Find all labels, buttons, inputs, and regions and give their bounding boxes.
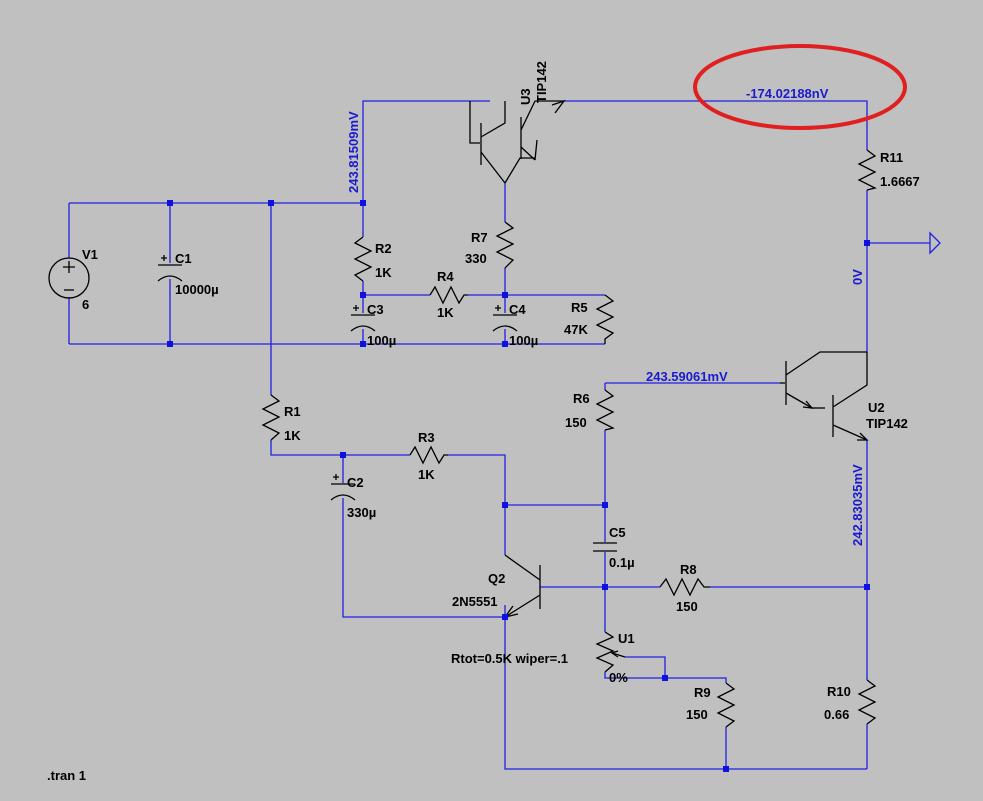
net-label-ground-node: 0V bbox=[850, 269, 865, 285]
u1-value: 0% bbox=[609, 670, 628, 685]
c5-capacitor-symbol[interactable] bbox=[593, 542, 617, 552]
r3-resistor-symbol[interactable] bbox=[409, 445, 448, 465]
net-label-u2-base: 243.59061mV bbox=[646, 369, 728, 384]
r4-name: R4 bbox=[437, 269, 454, 284]
c5-value: 0.1µ bbox=[609, 555, 635, 570]
c1-value: 10000µ bbox=[175, 282, 219, 297]
q2-transistor-symbol[interactable] bbox=[503, 554, 541, 619]
c3-name: C3 bbox=[367, 302, 384, 317]
net-labels: 243.81509mV -174.02188nV 0V 243.59061mV … bbox=[346, 86, 865, 546]
r4-resistor-symbol[interactable] bbox=[429, 285, 468, 305]
r11-resistor-symbol[interactable] bbox=[857, 149, 877, 191]
u1-name: U1 bbox=[618, 631, 635, 646]
c4-capacitor-symbol[interactable] bbox=[492, 305, 518, 332]
r5-name: R5 bbox=[571, 300, 588, 315]
r7-name: R7 bbox=[471, 230, 488, 245]
c4-value: 100µ bbox=[509, 333, 538, 348]
u2-name: U2 bbox=[868, 400, 885, 415]
u1-params: Rtot=0.5K wiper=.1 bbox=[451, 651, 568, 666]
r10-name: R10 bbox=[827, 684, 851, 699]
net-label-u2-emitter: 242.83035mV bbox=[850, 464, 865, 546]
u2-darlington-symbol[interactable] bbox=[780, 351, 869, 441]
c4-name: C4 bbox=[509, 302, 526, 317]
u3-name: U3 bbox=[518, 88, 533, 105]
c3-capacitor-symbol[interactable] bbox=[350, 305, 376, 332]
r6-value: 150 bbox=[565, 415, 587, 430]
r8-name: R8 bbox=[680, 562, 697, 577]
r10-resistor-symbol[interactable] bbox=[857, 679, 877, 725]
junction-dots bbox=[167, 200, 870, 772]
r9-resistor-symbol[interactable] bbox=[716, 682, 736, 728]
r7-value: 330 bbox=[465, 251, 487, 266]
c1-capacitor-symbol[interactable] bbox=[157, 255, 183, 282]
c2-capacitor-symbol[interactable] bbox=[330, 474, 356, 501]
r9-value: 150 bbox=[686, 707, 708, 722]
r6-name: R6 bbox=[573, 391, 590, 406]
r10-value: 0.66 bbox=[824, 707, 849, 722]
v1-name: V1 bbox=[82, 247, 98, 262]
c2-value: 330µ bbox=[347, 505, 376, 520]
q2-value: 2N5551 bbox=[452, 594, 498, 609]
c2-name: C2 bbox=[347, 475, 364, 490]
c5-name: C5 bbox=[609, 525, 626, 540]
v1-voltage-source-symbol[interactable] bbox=[48, 257, 90, 299]
r3-value: 1K bbox=[418, 467, 435, 482]
component-labels: V1 6 C1 10000µ R2 1K R4 1K R7 330 C3 100… bbox=[82, 61, 920, 722]
c1-name: C1 bbox=[175, 251, 192, 266]
r5-resistor-symbol[interactable] bbox=[595, 294, 615, 344]
r4-value: 1K bbox=[437, 305, 454, 320]
net-label-u3-base: 243.81509mV bbox=[346, 111, 361, 193]
r2-resistor-symbol[interactable] bbox=[353, 236, 373, 282]
r2-value: 1K bbox=[375, 265, 392, 280]
r11-name: R11 bbox=[880, 150, 903, 165]
v1-value: 6 bbox=[82, 297, 89, 312]
r11-value: 1.6667 bbox=[880, 174, 920, 189]
c3-value: 100µ bbox=[367, 333, 396, 348]
r1-resistor-symbol[interactable] bbox=[261, 394, 281, 441]
u1-potentiometer-symbol[interactable] bbox=[595, 631, 626, 673]
u2-value: TIP142 bbox=[866, 416, 908, 431]
u3-darlington-symbol[interactable] bbox=[469, 99, 566, 184]
net-label-u3-emitter-out: -174.02188nV bbox=[746, 86, 829, 101]
r8-resistor-symbol[interactable] bbox=[659, 577, 710, 597]
r6-resistor-symbol[interactable] bbox=[595, 389, 615, 431]
r7-resistor-symbol[interactable] bbox=[495, 221, 515, 269]
wires bbox=[68, 100, 930, 770]
output-port-flag[interactable] bbox=[929, 231, 941, 255]
r5-value: 47K bbox=[564, 322, 588, 337]
r1-name: R1 bbox=[284, 404, 301, 419]
q2-name: Q2 bbox=[488, 571, 505, 586]
r3-name: R3 bbox=[418, 430, 435, 445]
highlight-ellipse bbox=[693, 44, 907, 130]
r1-value: 1K bbox=[284, 428, 301, 443]
spice-directive[interactable]: .tran 1 bbox=[47, 768, 86, 783]
r2-name: R2 bbox=[375, 241, 392, 256]
r9-name: R9 bbox=[694, 685, 711, 700]
u3-value: TIP142 bbox=[534, 61, 549, 103]
r8-value: 150 bbox=[676, 599, 698, 614]
